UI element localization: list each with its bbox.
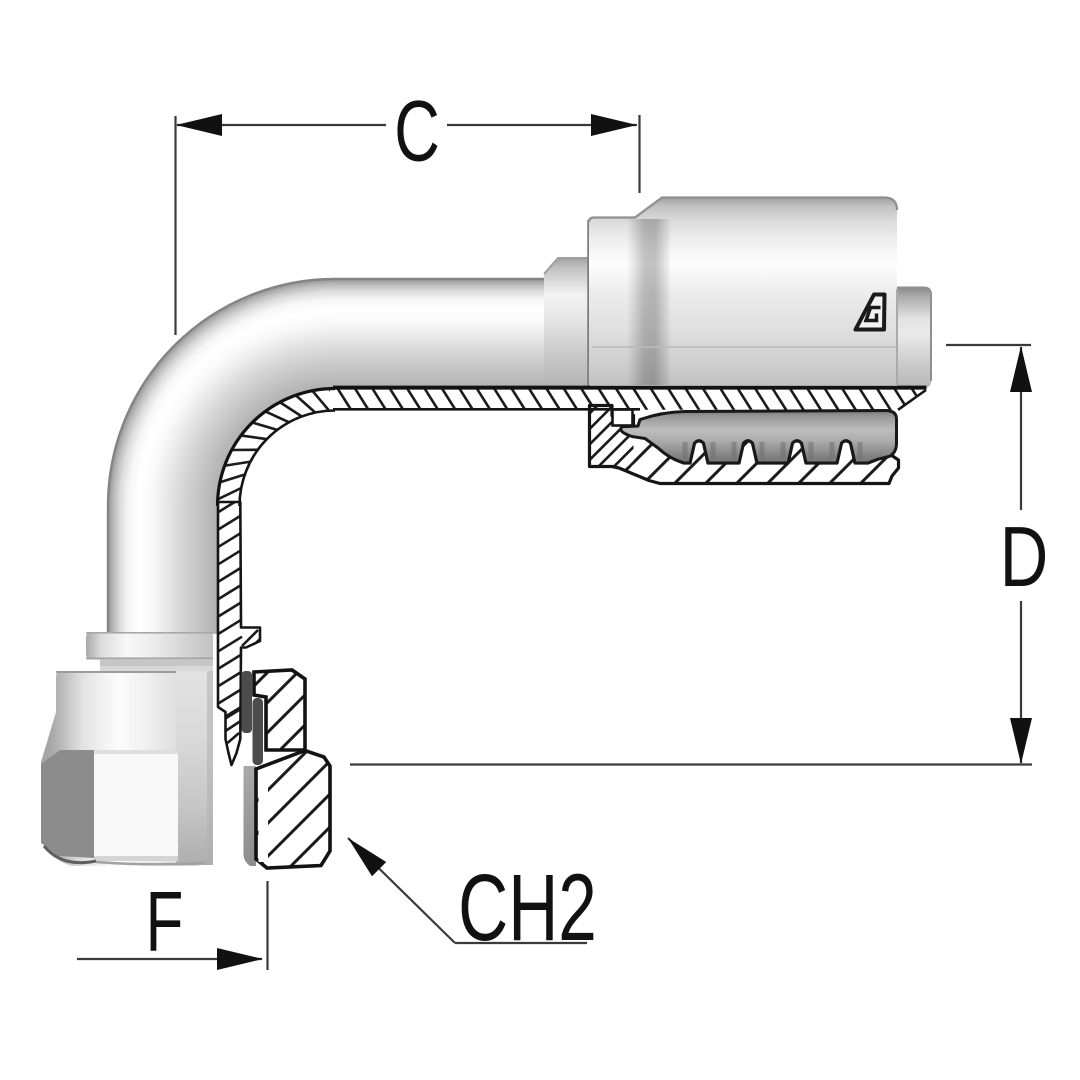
svg-text:F: F	[146, 874, 184, 969]
svg-text:D: D	[1000, 511, 1048, 605]
svg-text:CH2: CH2	[458, 854, 597, 960]
svg-text:C: C	[394, 83, 440, 179]
